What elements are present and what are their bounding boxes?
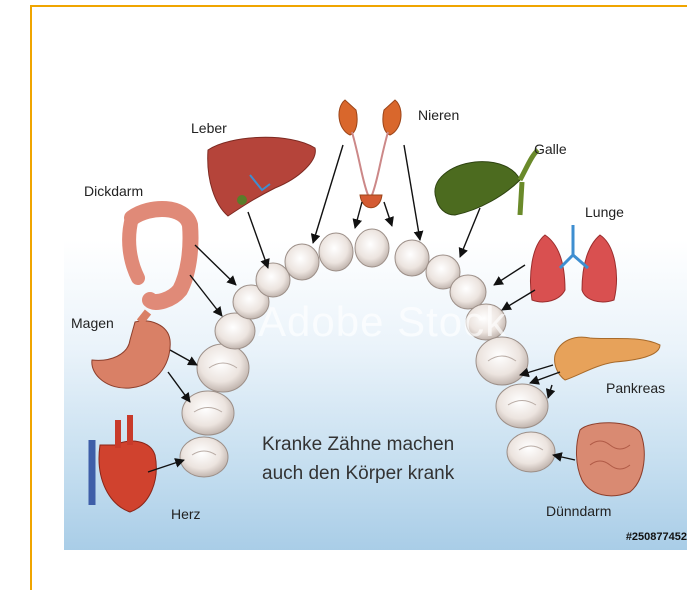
lungs-illustration bbox=[531, 225, 617, 302]
caption-line-1: Kranke Zähne machen bbox=[262, 430, 454, 459]
stock-id: #250877452 bbox=[626, 531, 687, 543]
tooth bbox=[285, 244, 319, 280]
tooth bbox=[180, 437, 228, 477]
tooth bbox=[256, 263, 290, 297]
gallbladder-illustration bbox=[435, 150, 538, 215]
watermark: Adobe Stock bbox=[258, 298, 507, 346]
label-magen: Magen bbox=[71, 315, 114, 331]
label-duenndarm: Dünndarm bbox=[546, 503, 611, 519]
tooth bbox=[355, 229, 389, 267]
tooth bbox=[507, 432, 555, 472]
label-dickdarm: Dickdarm bbox=[84, 183, 143, 199]
label-leber: Leber bbox=[191, 120, 227, 136]
caption-line-2: auch den Körper krank bbox=[262, 459, 454, 488]
tooth bbox=[182, 391, 234, 435]
label-lunge: Lunge bbox=[585, 204, 624, 220]
tooth bbox=[319, 233, 353, 271]
liver-illustration bbox=[208, 137, 316, 216]
tooth bbox=[197, 344, 249, 392]
label-pankreas: Pankreas bbox=[606, 380, 665, 396]
label-herz: Herz bbox=[171, 506, 201, 522]
small-intestine-illustration bbox=[576, 423, 644, 496]
tooth bbox=[395, 240, 429, 276]
label-galle: Galle bbox=[534, 141, 567, 157]
label-nieren: Nieren bbox=[418, 107, 459, 123]
colon-illustration bbox=[129, 209, 190, 302]
tooth bbox=[496, 384, 548, 428]
heart-illustration bbox=[92, 415, 156, 512]
pancreas-illustration bbox=[555, 337, 660, 380]
kidneys-illustration bbox=[339, 100, 401, 208]
caption: Kranke Zähne machen auch den Körper kran… bbox=[262, 430, 454, 488]
